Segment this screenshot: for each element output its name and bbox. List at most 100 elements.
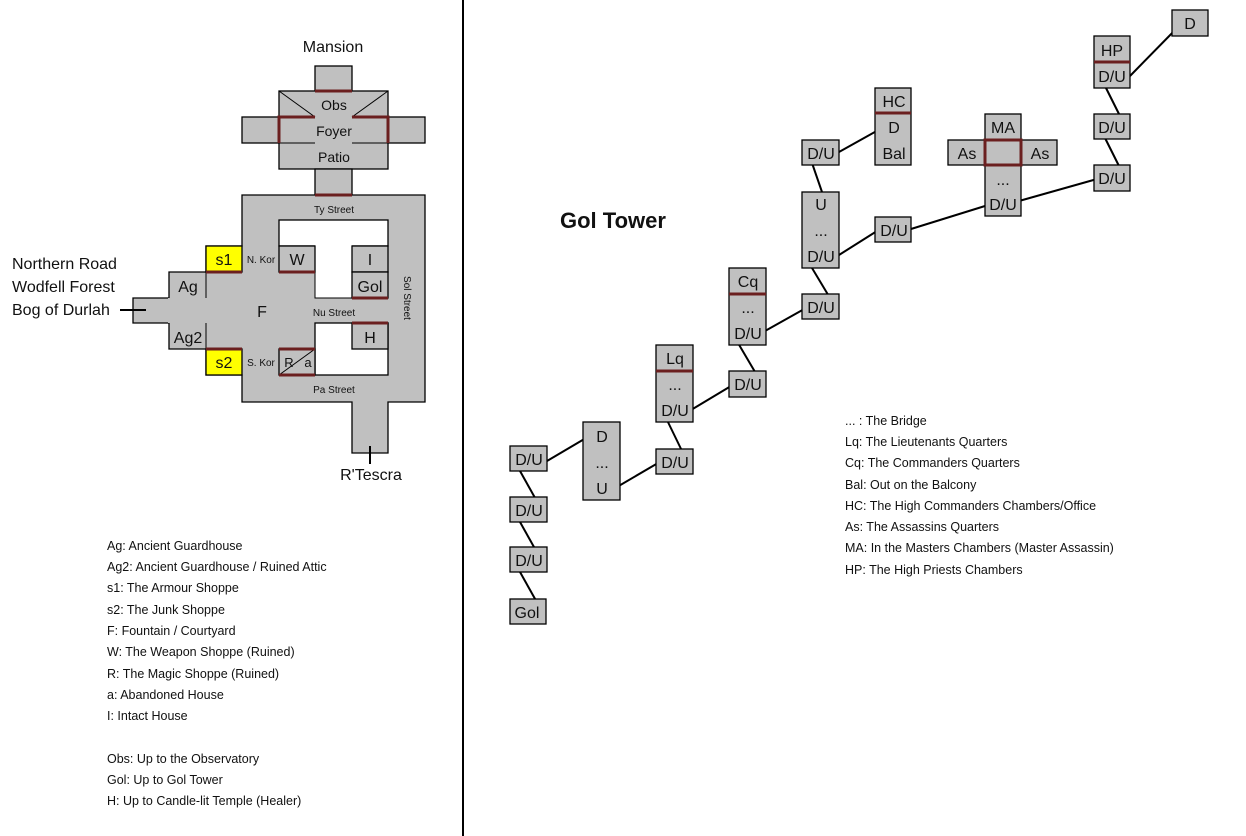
street-nu: Nu Street	[313, 308, 355, 319]
tower-rooms: Gol D/U D/U D/U D ... U D/U Lq ... D/U D…	[509, 9, 1209, 625]
legend-item: Ag2: Ancient Guardhouse / Ruined Attic	[107, 560, 327, 574]
legend-item: Bal: Out on the Balcony	[845, 478, 977, 492]
legend-item: Gol: Up to Gol Tower	[107, 773, 223, 787]
room-label: D/U	[661, 403, 689, 420]
room-label: D/U	[734, 377, 762, 394]
legend-item: As: The Assassins Quarters	[845, 520, 999, 534]
room-label: ...	[668, 377, 681, 394]
exit-northern-road: Northern Road	[12, 256, 117, 273]
room-w-box	[278, 245, 316, 273]
room-label: D	[1184, 16, 1196, 33]
room-label: ...	[996, 172, 1009, 189]
tower-stair	[728, 370, 767, 398]
legend-item: W: The Weapon Shoppe (Ruined)	[107, 645, 295, 659]
room-label: HP	[1101, 43, 1123, 60]
tower-room-hc	[874, 87, 912, 166]
room-label: D/U	[807, 249, 835, 266]
room-divider-diagonal	[278, 348, 316, 376]
room-gol: Gol	[358, 279, 383, 296]
legend-item: R: The Magic Shoppe (Ruined)	[107, 667, 279, 681]
street-ty: Ty Street	[314, 205, 354, 216]
tower-stair	[801, 139, 840, 166]
room-gol-box	[351, 271, 389, 299]
room-label: D/U	[1098, 171, 1126, 188]
room-w: W	[289, 252, 305, 269]
room-label: D/U	[880, 223, 908, 240]
room-label: Bal	[882, 146, 905, 163]
tower-connections	[519, 24, 1181, 607]
street-n-kor: N. Kor	[247, 255, 276, 266]
room-patio: Patio	[318, 149, 350, 165]
building-block	[278, 219, 389, 247]
tower-room-ma	[984, 113, 1022, 141]
room-label: D/U	[807, 300, 835, 317]
legend-item: HC: The High Commanders Chambers/Office	[845, 499, 1096, 513]
room-label: D/U	[661, 455, 689, 472]
tower-stair	[801, 293, 840, 320]
room-label: U	[815, 197, 827, 214]
tower-room-gol	[509, 598, 547, 625]
legend-item: ... : The Bridge	[845, 414, 927, 428]
legend-item: s2: The Junk Shoppe	[107, 603, 225, 617]
room-i: I	[368, 252, 372, 269]
legend-item: a: Abandoned House	[107, 688, 224, 702]
tower-legend: ... : The Bridge Lq: The Lieutenants Qua…	[845, 414, 1114, 577]
legend-item: HP: The High Priests Chambers	[845, 563, 1023, 577]
room-label: Lq	[666, 351, 684, 368]
room-label: U	[596, 481, 608, 498]
room-label: ...	[814, 223, 827, 240]
legend-item: Cq: The Commanders Quarters	[845, 456, 1020, 470]
room-obs: Obs	[321, 97, 347, 113]
gol-tower-title: Gol Tower	[560, 208, 666, 233]
legend-item: MA: In the Masters Chambers (Master Assa…	[845, 541, 1114, 555]
room-label: D/U	[1098, 120, 1126, 137]
room-r: R	[284, 355, 293, 370]
room-s1: s1	[216, 252, 233, 269]
mansion-west-wing	[241, 116, 280, 144]
legend-item: H: Up to Candle-lit Temple (Healer)	[107, 794, 301, 808]
mansion-gate	[314, 168, 353, 196]
tower-stair	[509, 546, 548, 573]
tower-stair	[509, 496, 548, 523]
stair-diagonal	[278, 90, 316, 118]
stair-diagonal	[351, 90, 389, 118]
tower-stair	[1093, 113, 1131, 140]
street-s-kor: S. Kor	[247, 358, 275, 369]
room-ag: Ag	[178, 279, 198, 296]
room-foyer: Foyer	[316, 123, 352, 139]
room-label: D	[596, 429, 608, 446]
mansion-east-wing	[387, 116, 426, 144]
room-label: MA	[991, 120, 1015, 137]
legend-item: I: Intact House	[107, 709, 188, 723]
tower-room-lq	[655, 344, 694, 423]
tower-room-as-east	[1020, 139, 1058, 166]
town-legend: Ag: Ancient Guardhouse Ag2: Ancient Guar…	[107, 539, 327, 808]
mansion-north-room	[314, 65, 353, 92]
room-label: D/U	[807, 146, 835, 163]
room-label: D	[888, 120, 900, 137]
legend-item: Lq: The Lieutenants Quarters	[845, 435, 1007, 449]
room-h-box	[351, 322, 389, 350]
exit-rtescra: R'Tescra	[340, 467, 402, 484]
mansion-doors	[277, 89, 390, 143]
street-pa: Pa Street	[313, 385, 355, 396]
tower-stair	[1093, 164, 1131, 192]
tower-top-exit	[1171, 9, 1209, 37]
tower-stair	[874, 216, 912, 243]
room-label: D/U	[734, 326, 762, 343]
room-label: ...	[741, 300, 754, 317]
tower-room-cq	[728, 267, 767, 346]
room-s2-box	[205, 348, 243, 376]
tower-bridge	[582, 421, 621, 501]
town-doors	[206, 193, 388, 377]
tower-bridge	[801, 191, 840, 269]
exit-wodfell-forest: Wodfell Forest	[12, 279, 115, 296]
room-label: ...	[595, 455, 608, 472]
building-block	[315, 246, 352, 298]
legend-item: Ag: Ancient Guardhouse	[107, 539, 243, 553]
legend-item: Obs: Up to the Observatory	[107, 752, 260, 766]
exit-bog-of-durlah: Bog of Durlah	[12, 302, 110, 319]
room-label: D/U	[515, 452, 543, 469]
room-label: As	[958, 146, 977, 163]
